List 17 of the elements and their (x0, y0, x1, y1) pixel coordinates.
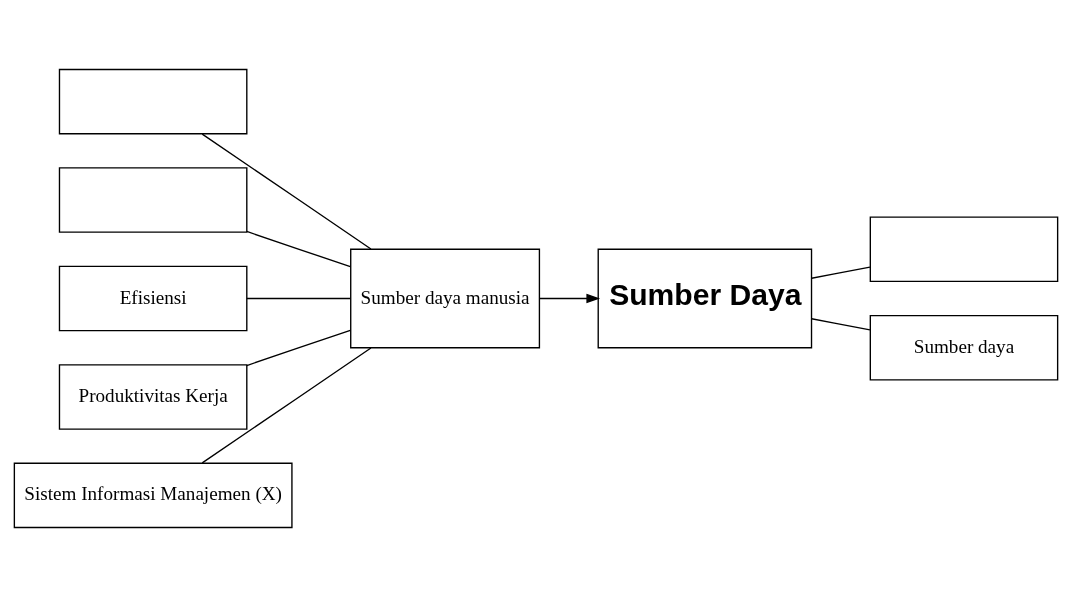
node-box (869, 216, 1059, 283)
arrow (538, 293, 601, 304)
node-box (58, 68, 248, 135)
connector (810, 266, 871, 279)
connector (246, 230, 351, 268)
connector (201, 347, 372, 464)
node-box: Sumber daya (869, 314, 1059, 381)
connector (201, 133, 372, 250)
node-box: Sumber Daya (597, 248, 813, 349)
node-box: Produktivitas Kerja (58, 364, 248, 430)
node-box: Sistem Informasi Manajemen (X) (13, 462, 293, 529)
node-box: Efisiensi (58, 265, 248, 332)
connector (810, 318, 871, 331)
node-box (58, 167, 248, 233)
connector (246, 297, 351, 300)
node-box: Sumber daya manusia (350, 248, 541, 349)
connector (246, 329, 351, 367)
